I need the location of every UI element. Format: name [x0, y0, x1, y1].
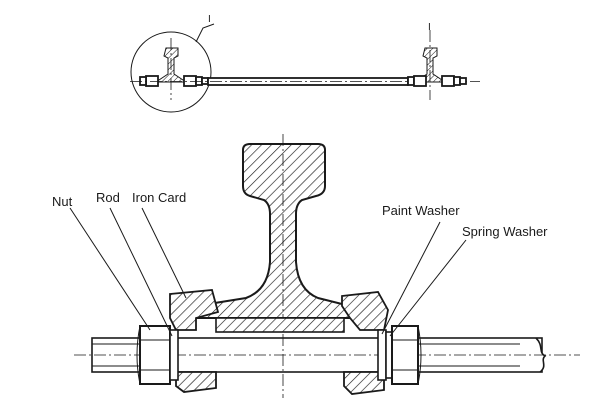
leader-paint-washer [381, 221, 441, 335]
base-plate [215, 317, 345, 333]
detail-ref-right: I [428, 22, 431, 33]
overview-drawing: I I [130, 14, 480, 113]
iron-card-left [169, 289, 220, 393]
leader-iron-card [141, 207, 187, 299]
leader-spring-washer [389, 239, 467, 337]
washer-left [169, 329, 179, 381]
overview-nut-left-a [139, 76, 147, 86]
label-paint-washer: Paint Washer [382, 203, 460, 218]
overview-clamp-left-a [145, 75, 159, 87]
overview-clamp-left-b [183, 75, 197, 87]
label-nut: Nut [52, 194, 73, 209]
iron-card-right [341, 291, 389, 395]
overview-clamp-right-a [413, 75, 427, 87]
nut-right [391, 325, 422, 385]
overview-rail-right: I [413, 22, 447, 100]
paint-washer [377, 329, 387, 381]
label-rod: Rod [96, 190, 120, 205]
overview-nut-right-c [459, 77, 467, 85]
label-spring-washer: Spring Washer [462, 224, 548, 239]
detail-circle-left [130, 31, 212, 113]
detail-drawing: Nut Rod Iron Card Paint Washer Spring Wa… [52, 134, 580, 398]
overview-clamp-right-b [441, 75, 455, 87]
label-iron-card: Iron Card [132, 190, 186, 205]
rail-section [195, 134, 351, 398]
detail-ref-left: I [208, 14, 211, 25]
overview-rail-left [154, 38, 188, 100]
nut-left [136, 325, 171, 385]
detail-leader [195, 23, 215, 43]
leader-nut [69, 207, 151, 331]
leader-rod [109, 207, 173, 337]
